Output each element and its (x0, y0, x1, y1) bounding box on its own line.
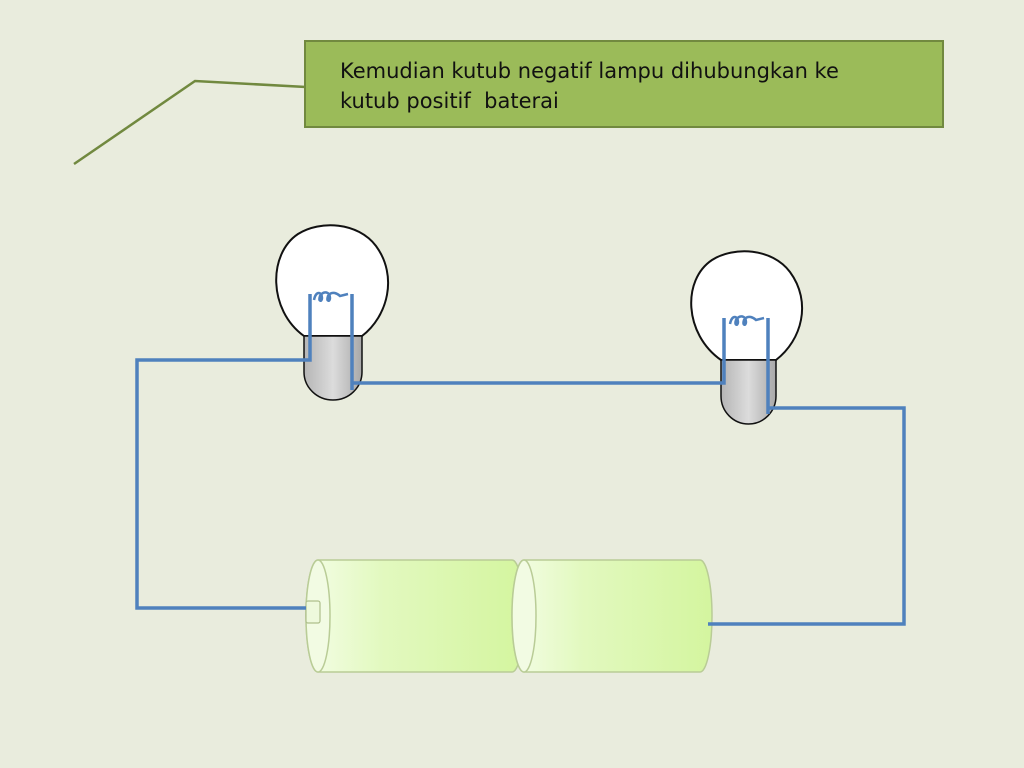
battery-cell-left (305, 559, 525, 673)
bulb-base-right (720, 359, 777, 425)
callout-text-line-1: Kemudian kutub negatif lampu dihubungkan… (340, 59, 839, 83)
callout-pointer-line (73, 79, 307, 166)
callout-text-line-2: kutub positif baterai (340, 89, 559, 113)
battery-positive-terminal (305, 600, 321, 624)
light-bulb-right (690, 250, 804, 425)
light-bulb-left (275, 224, 390, 401)
bulb-filament-right (728, 315, 765, 326)
bulb-filament-left (312, 291, 349, 302)
battery-cell-right (511, 559, 713, 673)
wire-bulb1-to-bulb2 (352, 318, 726, 385)
wire-left-loop (135, 294, 312, 610)
callout-box: Kemudian kutub negatif lampu dihubungkan… (304, 40, 944, 128)
bulb-base-left (303, 335, 363, 401)
wire-right-loop (708, 406, 906, 626)
